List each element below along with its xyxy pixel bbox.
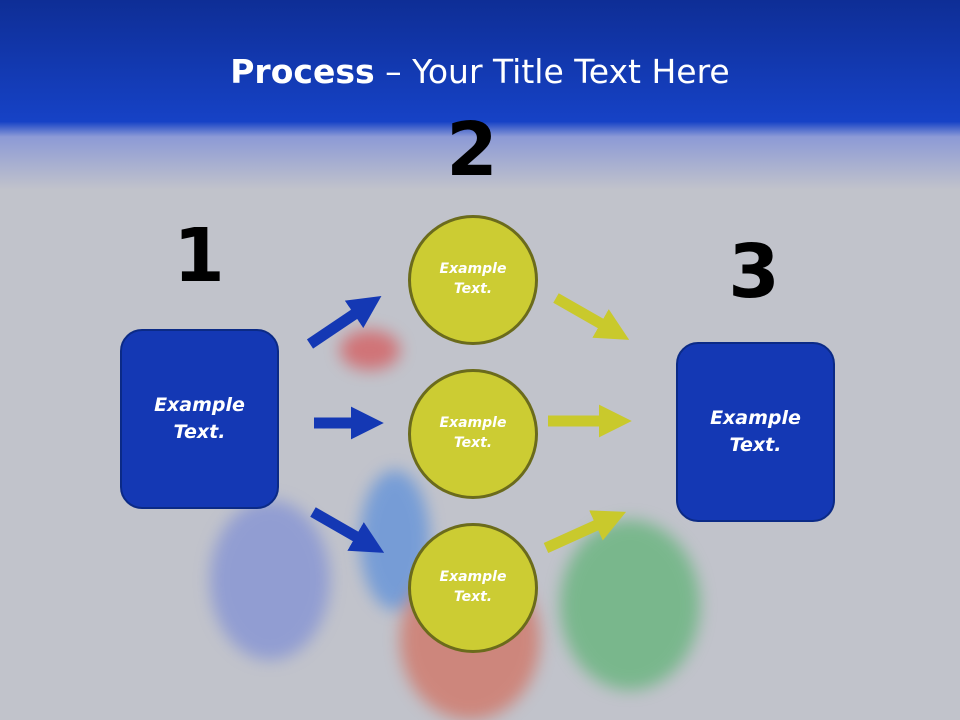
step-number-3: 3 <box>728 229 780 315</box>
arrow-right-down-blue <box>310 507 385 553</box>
title-bold: Process <box>230 52 375 91</box>
arrow-right-up-blue <box>306 295 382 349</box>
step-number-1: 1 <box>173 213 225 299</box>
slide-title: Process – Your Title Text Here <box>0 52 960 91</box>
step-number-2: 2 <box>446 107 498 193</box>
paint-splash <box>210 500 330 660</box>
arrow-right-down-yellow <box>553 293 630 340</box>
paint-splash <box>340 330 400 370</box>
title-rest: – Your Title Text Here <box>374 52 730 91</box>
paint-splash <box>560 520 700 690</box>
arrow-right-up-yellow <box>543 510 627 554</box>
title-band <box>0 0 960 190</box>
